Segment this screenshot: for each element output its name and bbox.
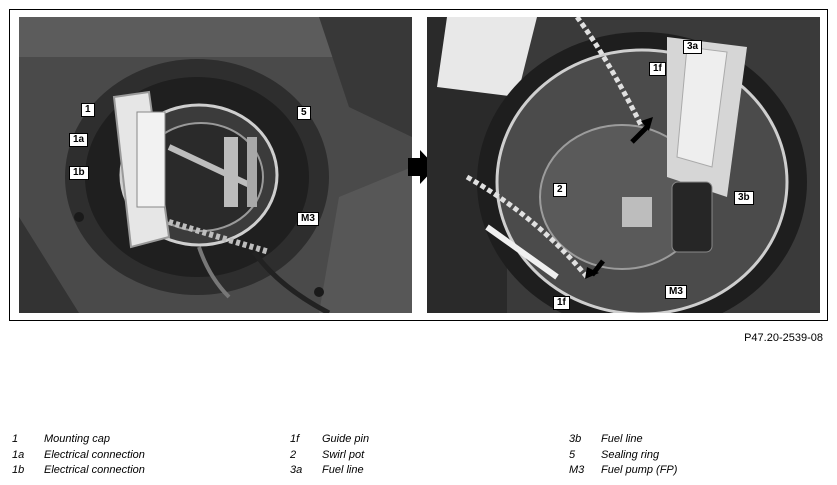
legend-text: Electrical connection [44,448,145,461]
legend-code: 1f [290,433,300,445]
legend-item: 3b Fuel line [569,432,677,448]
legend-code: 5 [569,448,576,461]
photo-right-drawing [427,17,820,313]
legend-code: 1 [12,433,19,445]
figure-frame: 1 1a 1b 5 M3 [9,9,828,321]
legend-item: 1a Electrical connection [12,448,145,464]
legend-text: Fuel line [601,433,643,445]
callout-M3: M3 [297,212,319,226]
legend-text: Fuel line [322,464,364,476]
callout-5: 5 [297,106,311,120]
callout-M3: M3 [665,285,687,299]
legend-item: 5 Sealing ring [569,448,677,464]
callout-1a: 1a [69,133,89,147]
figure-id: P47.20-2539-08 [744,332,823,344]
legend-code: 1b [12,464,25,476]
legend-item: 1f Guide pin [290,432,369,448]
legend-item: 2 Swirl pot [290,448,369,464]
photo-fuel-pump-detail: 1f 3a 2 3b 1f M3 [427,17,820,313]
legend-item: 1 Mounting cap [12,432,145,448]
legend-item: 1b Electrical connection [12,463,145,479]
legend-code: 1a [12,448,25,461]
callout-3a: 3a [683,40,703,54]
legend-text: Electrical connection [44,464,145,476]
legend-code: 2 [290,448,297,461]
legend-column-3: 3b Fuel line 5 Sealing ring M3 Fuel pump (F… [569,432,677,479]
legend-text: Swirl pot [322,448,365,461]
legend-text: Mounting cap [44,433,111,445]
legend-item: M3 Fuel pump (FP) [569,463,677,479]
callout-1f-bottom: 1f [553,296,570,310]
photo-fuel-tank-opening: 1 1a 1b 5 M3 [19,17,412,313]
arrow-right-icon [408,150,436,184]
legend-text: Guide pin [322,433,370,445]
callout-3b: 3b [734,191,754,205]
legend-code: M3 [569,464,585,476]
photo-left-drawing [19,17,412,313]
callout-2: 2 [553,183,567,197]
legend-text: Sealing ring [601,448,660,461]
legend-code: 3a [290,464,303,476]
callout-1: 1 [81,103,95,117]
legend-code: 3b [569,433,582,445]
legend-text: Fuel pump (FP) [601,464,678,476]
callout-1f-top: 1f [649,62,666,76]
callout-1b: 1b [69,166,89,180]
legend-item: 3a Fuel line [290,463,369,479]
legend-column-2: 1f Guide pin 2 Swirl pot 3a Fuel line [290,432,369,479]
